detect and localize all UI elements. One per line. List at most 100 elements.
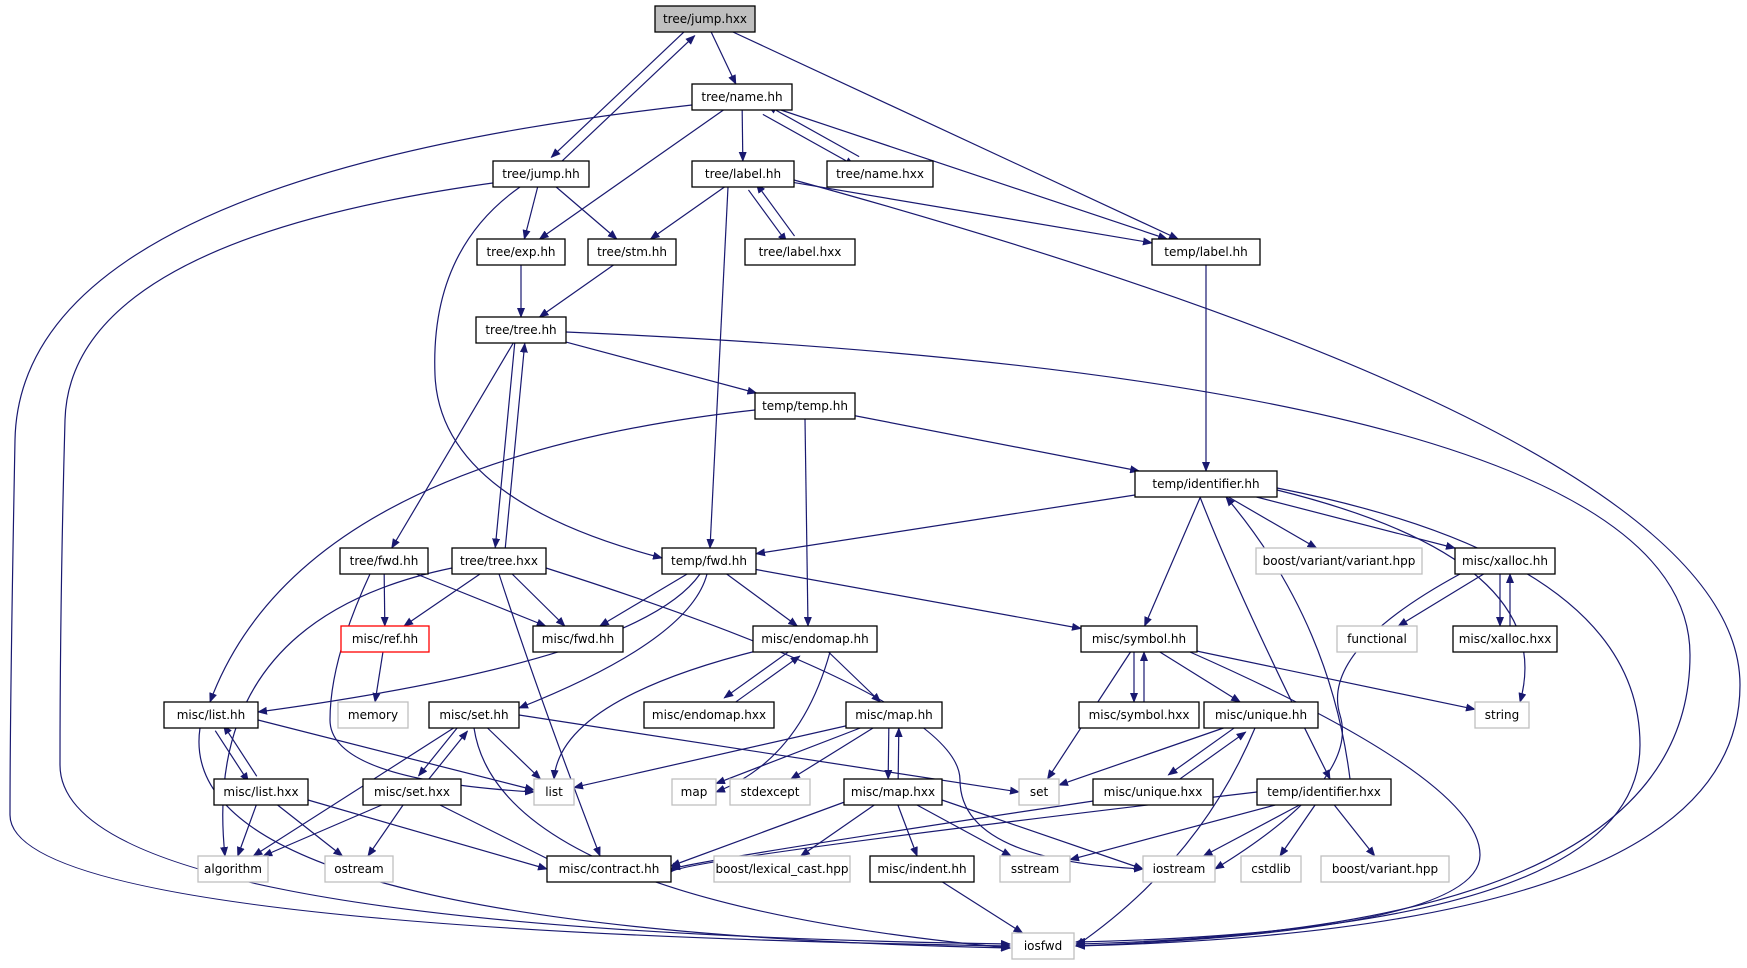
node-box [533, 778, 575, 806]
node-temp-fwd-hh[interactable]: temp/fwd.hh [661, 547, 757, 575]
node-box [999, 855, 1071, 883]
edge-misc-list-hh-to-misc-list-hxx [214, 730, 249, 783]
edge-tree-tree-hxx-to-tree-tree-hh [504, 342, 528, 549]
node-misc-unique-hxx[interactable]: misc/unique.hxx [1092, 778, 1214, 806]
node-tree-tree-hxx[interactable]: tree/tree.hxx [451, 547, 547, 575]
node-tree-name-hh[interactable]: tree/name.hh [691, 83, 793, 111]
node-label: misc/endomap.hh [761, 632, 869, 646]
edge-misc-xalloc-hh-to-iostream [1214, 573, 1461, 870]
node-label: misc/contract.hh [559, 862, 660, 876]
node-label: misc/xalloc.hh [1462, 554, 1548, 568]
node-temp-identifier-hh[interactable]: temp/identifier.hh [1134, 470, 1278, 498]
node-cstdlib: cstdlib [1240, 855, 1302, 883]
node-box [826, 160, 934, 188]
edge-tree-jump-hh-to-tree-jump-hxx [557, 34, 696, 166]
node-misc-unique-hh[interactable]: misc/unique.hh [1203, 701, 1319, 729]
node-label: stdexcept [741, 785, 800, 799]
node-box [1256, 778, 1392, 806]
node-tree-fwd-hh[interactable]: tree/fwd.hh [339, 547, 429, 575]
edge-temp-identifier-hxx-to-sstream [1069, 804, 1276, 862]
node-iosfwd: iosfwd [1011, 932, 1075, 960]
node-label: temp/fwd.hh [671, 554, 747, 568]
node-label: temp/identifier.hxx [1267, 785, 1381, 799]
node-tree-name-hxx[interactable]: tree/name.hxx [826, 160, 934, 188]
edge-misc-list-hh-to-iosfwd [198, 727, 1011, 952]
node-label: misc/endomap.hxx [652, 708, 766, 722]
node-box [339, 547, 429, 575]
node-misc-set-hh[interactable]: misc/set.hh [428, 701, 520, 729]
node-label: iostream [1153, 862, 1206, 876]
node-box [475, 316, 567, 344]
node-tree-tree-hh[interactable]: tree/tree.hh [475, 316, 567, 344]
edge-tree-stm-hh-to-tree-tree-hh [538, 264, 614, 318]
edge-temp-fwd-hh-to-misc-symbol-hh [755, 568, 1082, 631]
node-misc-symbol-hh[interactable]: misc/symbol.hh [1080, 625, 1198, 653]
node-box [337, 701, 409, 729]
edge-misc-map-hxx-to-sstream [916, 804, 1012, 857]
node-misc-list-hh[interactable]: misc/list.hh [163, 701, 259, 729]
node-misc-xalloc-hh[interactable]: misc/xalloc.hh [1454, 547, 1556, 575]
node-label: set [1030, 785, 1049, 799]
node-misc-indent-hh[interactable]: misc/indent.hh [869, 855, 975, 883]
node-map: map [671, 778, 717, 806]
node-tree-exp-hh[interactable]: tree/exp.hh [476, 238, 566, 266]
edge-tree-jump-hh-to-temp-fwd-hh [434, 186, 663, 560]
node-label: boost/variant.hpp [1332, 862, 1438, 876]
node-misc-map-hh[interactable]: misc/map.hh [845, 701, 943, 729]
node-misc-map-hxx[interactable]: misc/map.hxx [843, 778, 943, 806]
node-tree-label-hxx[interactable]: tree/label.hxx [744, 238, 856, 266]
node-box [362, 778, 462, 806]
node-box [476, 238, 566, 266]
node-temp-label-hh[interactable]: temp/label.hh [1151, 238, 1261, 266]
node-label: temp/temp.hh [762, 399, 848, 413]
node-label: misc/list.hxx [223, 785, 298, 799]
node-box [691, 83, 793, 111]
node-tree-stm-hh[interactable]: tree/stm.hh [587, 238, 677, 266]
node-label: misc/unique.hh [1215, 708, 1307, 722]
node-misc-xalloc-hxx[interactable]: misc/xalloc.hxx [1452, 625, 1558, 653]
edge-misc-set-hh-to-list [487, 727, 542, 780]
edge-temp-identifier-hxx-to-boost-variant-hpp [1333, 804, 1376, 857]
edge-tree-tree-hxx-to-iostream [545, 567, 1144, 873]
node-box [1018, 778, 1060, 806]
edge-misc-unique-hh-to-set [1058, 727, 1224, 786]
node-tree-label-hh[interactable]: tree/label.hh [691, 160, 795, 188]
node-misc-contract-hh[interactable]: misc/contract.hh [546, 855, 672, 883]
edge-misc-set-hxx-to-misc-set-hh [425, 730, 469, 783]
node-box [869, 855, 975, 883]
node-misc-list-hxx[interactable]: misc/list.hxx [213, 778, 309, 806]
node-misc-symbol-hxx[interactable]: misc/symbol.hxx [1078, 701, 1200, 729]
node-box [643, 701, 775, 729]
edge-temp-identifier-hxx-to-iostream [1202, 804, 1300, 857]
node-label: sstream [1011, 862, 1059, 876]
node-label: misc/set.hxx [374, 785, 450, 799]
node-list: list [533, 778, 575, 806]
edge-misc-set-hxx-to-misc-contract-hh [439, 804, 561, 866]
node-tree-jump-hxx[interactable]: tree/jump.hxx [654, 5, 756, 33]
edge-misc-map-hxx-to-misc-indent-hh [897, 804, 918, 857]
node-misc-endomap-hh[interactable]: misc/endomap.hh [752, 625, 878, 653]
edge-misc-endomap-hh-to-list [550, 649, 761, 780]
edge-misc-set-hxx-to-ostream [367, 804, 404, 857]
node-tree-jump-hh[interactable]: tree/jump.hh [492, 160, 590, 188]
node-box [845, 701, 943, 729]
node-functional: functional [1336, 625, 1418, 653]
node-label: string [1485, 708, 1519, 722]
node-temp-temp-hh[interactable]: temp/temp.hh [754, 392, 856, 420]
node-box [654, 5, 756, 33]
edge-tree-jump-hxx-to-tree-name-hh [710, 31, 737, 85]
node-misc-endomap-hxx[interactable]: misc/endomap.hxx [643, 701, 775, 729]
node-temp-identifier-hxx[interactable]: temp/identifier.hxx [1256, 778, 1392, 806]
node-misc-set-hxx[interactable]: misc/set.hxx [362, 778, 462, 806]
edge-tree-name-hxx-to-tree-name-hh [766, 105, 860, 158]
node-box [451, 547, 547, 575]
edge-tree-tree-hh-to-tree-fwd-hh [391, 342, 514, 549]
node-box [1454, 547, 1556, 575]
edge-temp-identifier-hxx-to-temp-identifier-hh [1225, 496, 1351, 780]
edge-temp-identifier-hh-to-temp-fwd-hh [755, 494, 1136, 557]
node-label: map [681, 785, 708, 799]
node-misc-ref-hh[interactable]: misc/ref.hh [340, 625, 430, 653]
node-misc-fwd-hh[interactable]: misc/fwd.hh [532, 625, 624, 653]
node-label: tree/name.hxx [836, 167, 924, 181]
